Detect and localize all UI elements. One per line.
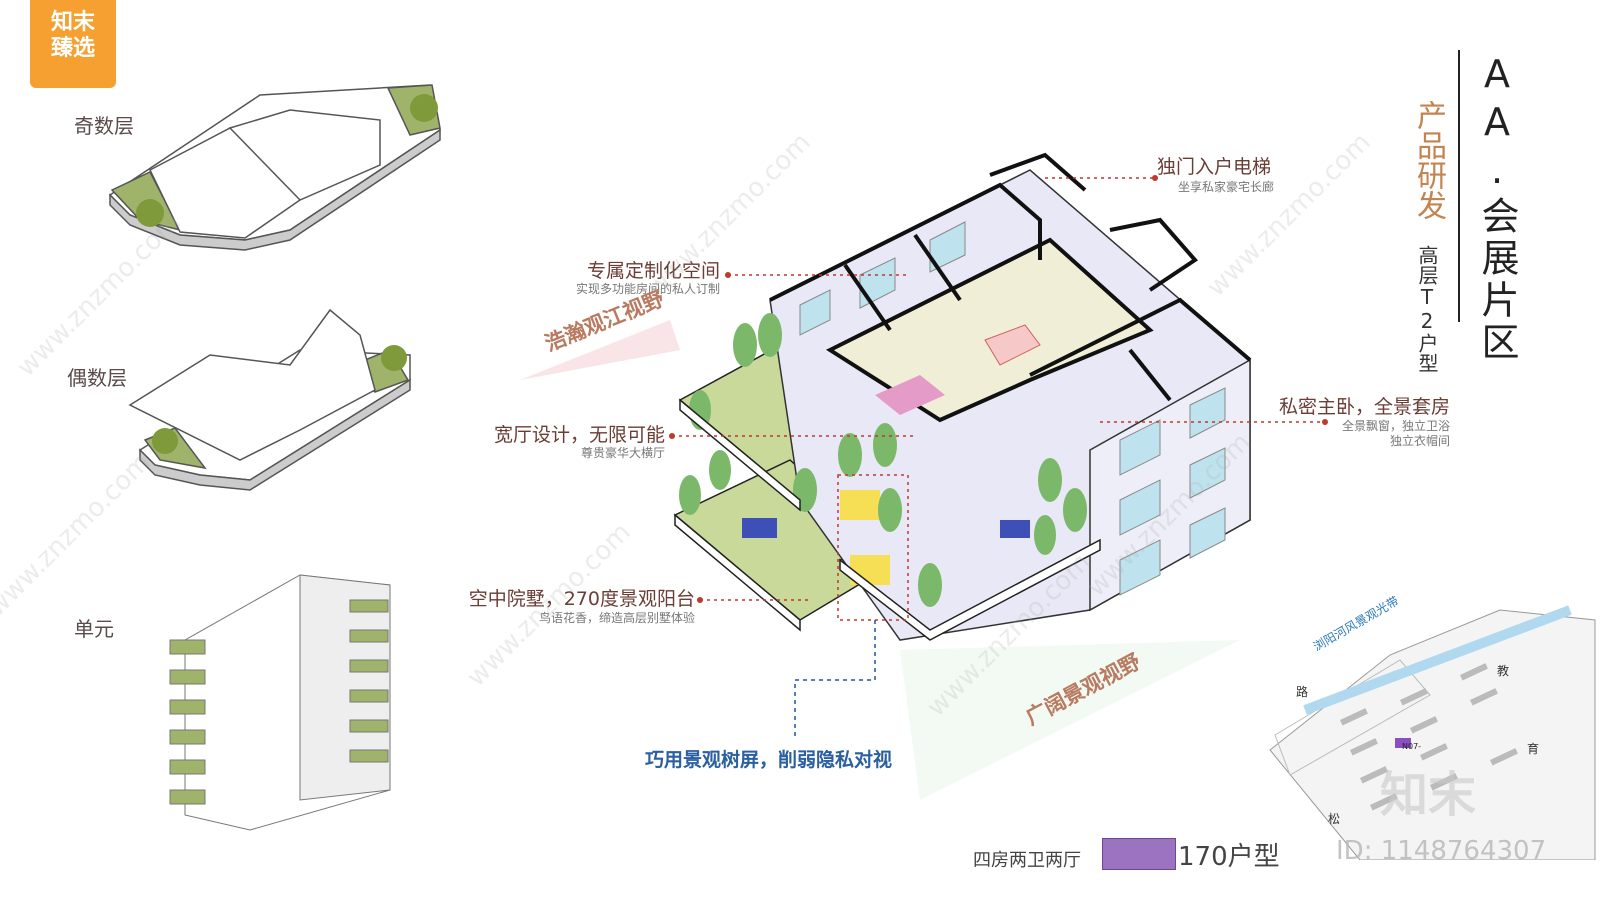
site-plot-label: N07- <box>1402 742 1422 751</box>
callout-hall-sub: 尊贵豪华大横厅 <box>580 446 665 460</box>
page-title: AA.会展片区 <box>1475 52 1519 364</box>
callout-villa-sub: 鸟语花香，缔造高层别墅体验 <box>538 611 695 625</box>
tree-icon <box>410 94 438 122</box>
legend-label: 四房两卫两厅 <box>973 850 1081 871</box>
sofa <box>875 375 945 415</box>
subtitle-type: 高层T2户型 <box>1415 245 1439 373</box>
windows <box>799 221 1226 596</box>
trees <box>679 313 1087 607</box>
tree-icon <box>136 199 164 227</box>
tree-screen-note: 巧用景观树屏，削弱隐私对视 <box>645 749 893 771</box>
badge-line2: 臻选 <box>50 36 95 61</box>
callout-master-sub1: 全景飘窗，独立卫浴 <box>1341 419 1450 433</box>
site-road-label-3: 松 <box>1328 812 1341 826</box>
watermark-id: ID: 1148764307 <box>1336 836 1547 866</box>
site-road-label-2b: 育 <box>1527 742 1540 756</box>
dining-table <box>984 324 1041 366</box>
label-unit: 单元 <box>74 617 114 641</box>
callout-elevator-sub: 坐享私家豪宅长廊 <box>1178 180 1275 194</box>
callout-lines <box>672 177 1325 621</box>
blue-dashed-line <box>794 620 876 738</box>
title-divider <box>1458 50 1460 322</box>
site-map <box>1269 605 1596 860</box>
callout-custom-title: 专属定制化空间 <box>586 260 720 282</box>
site-plot-marker <box>1395 738 1411 748</box>
unit-tower <box>169 574 391 831</box>
badge-line1: 知末 <box>50 10 95 35</box>
watermark-brand: 知末 <box>1380 767 1477 823</box>
callout-hall-title: 宽厅设计，无限可能 <box>493 424 665 446</box>
label-odd-floor: 奇数层 <box>74 114 134 138</box>
label-even-floor: 偶数层 <box>67 366 127 390</box>
callout-villa-title: 空中院墅，270度景观阳台 <box>468 588 695 610</box>
callout-elevator-title: 独门入户电梯 <box>1157 156 1272 178</box>
subtitle-product: 产品研发 <box>1411 100 1446 220</box>
tree-icon <box>152 428 178 454</box>
legend-swatch <box>1102 838 1176 870</box>
callout-master-sub2: 独立衣帽间 <box>1389 434 1450 448</box>
tree-icon <box>381 345 407 371</box>
even-floor-plan <box>128 308 411 491</box>
brand-badge: 知末 臻选 <box>30 0 116 88</box>
site-road-label-1: 路 <box>1296 685 1309 699</box>
callout-custom-sub: 实现多功能房间的私人订制 <box>575 282 720 296</box>
river-view-cone <box>520 320 680 380</box>
callout-master-title: 私密主卧，全景套房 <box>1278 396 1450 418</box>
legend-type: 170户型 <box>1178 842 1280 872</box>
site-road-label-2a: 教 <box>1497 664 1510 678</box>
yellow-panel <box>840 490 880 520</box>
floor-plan-top <box>825 237 1154 423</box>
landscape-view-cone <box>900 640 1240 800</box>
